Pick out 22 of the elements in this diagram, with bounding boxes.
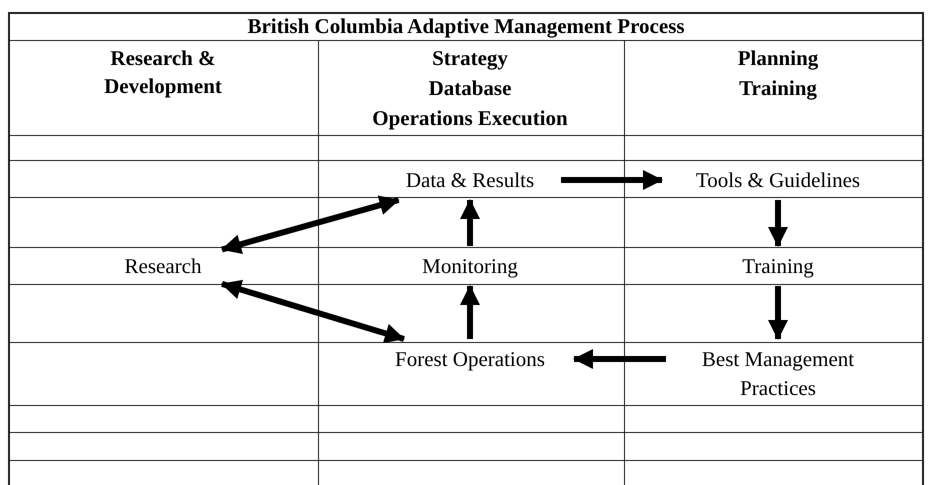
arrow [561,170,663,190]
arrow [221,196,400,254]
node-label: Research [124,252,202,280]
arrow [573,349,666,369]
column-header: Operations Execution [371,105,569,132]
node-label: Best Management Practices [700,346,856,402]
arrow [460,199,480,246]
arrow [460,285,480,339]
node-label: Training [742,252,814,280]
column-header: Training [738,75,818,102]
node-label: Forest Operations [395,346,545,372]
table-title: British Columbia Adaptive Management Process [246,14,686,39]
arrow [221,280,405,344]
node-label: Monitoring [422,252,518,280]
arrow [768,286,788,340]
column-header: Research & Development [103,45,223,100]
column-header: Strategy [431,45,509,72]
column-header: Database [428,75,512,102]
node-label: Tools & Guidelines [696,166,860,194]
node-label: Data & Results [406,166,534,194]
column-header: Planning [736,45,820,72]
arrow [768,200,788,247]
